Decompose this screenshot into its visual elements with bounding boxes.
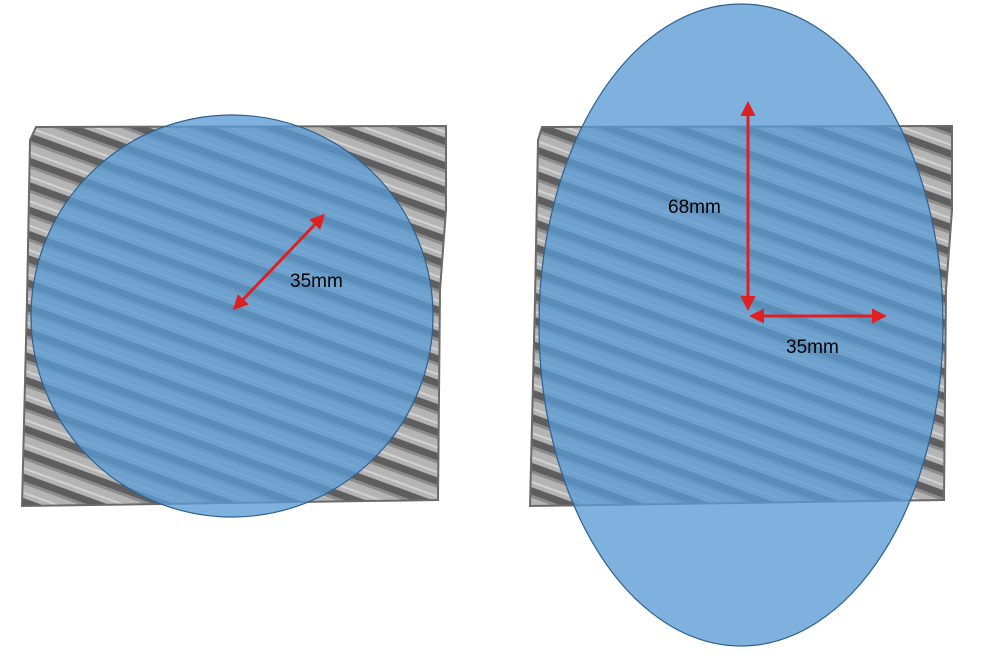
radius-arrow xyxy=(232,213,326,311)
vertical-label: 68mm xyxy=(668,197,721,218)
left-panel: 35mm xyxy=(20,114,447,518)
ellipse-overlay xyxy=(538,3,944,647)
radius-label: 35mm xyxy=(290,271,343,292)
horizontal-label: 35mm xyxy=(786,337,839,358)
circle-overlay xyxy=(30,114,434,518)
right-panel: 68mm 35mm xyxy=(528,3,953,647)
